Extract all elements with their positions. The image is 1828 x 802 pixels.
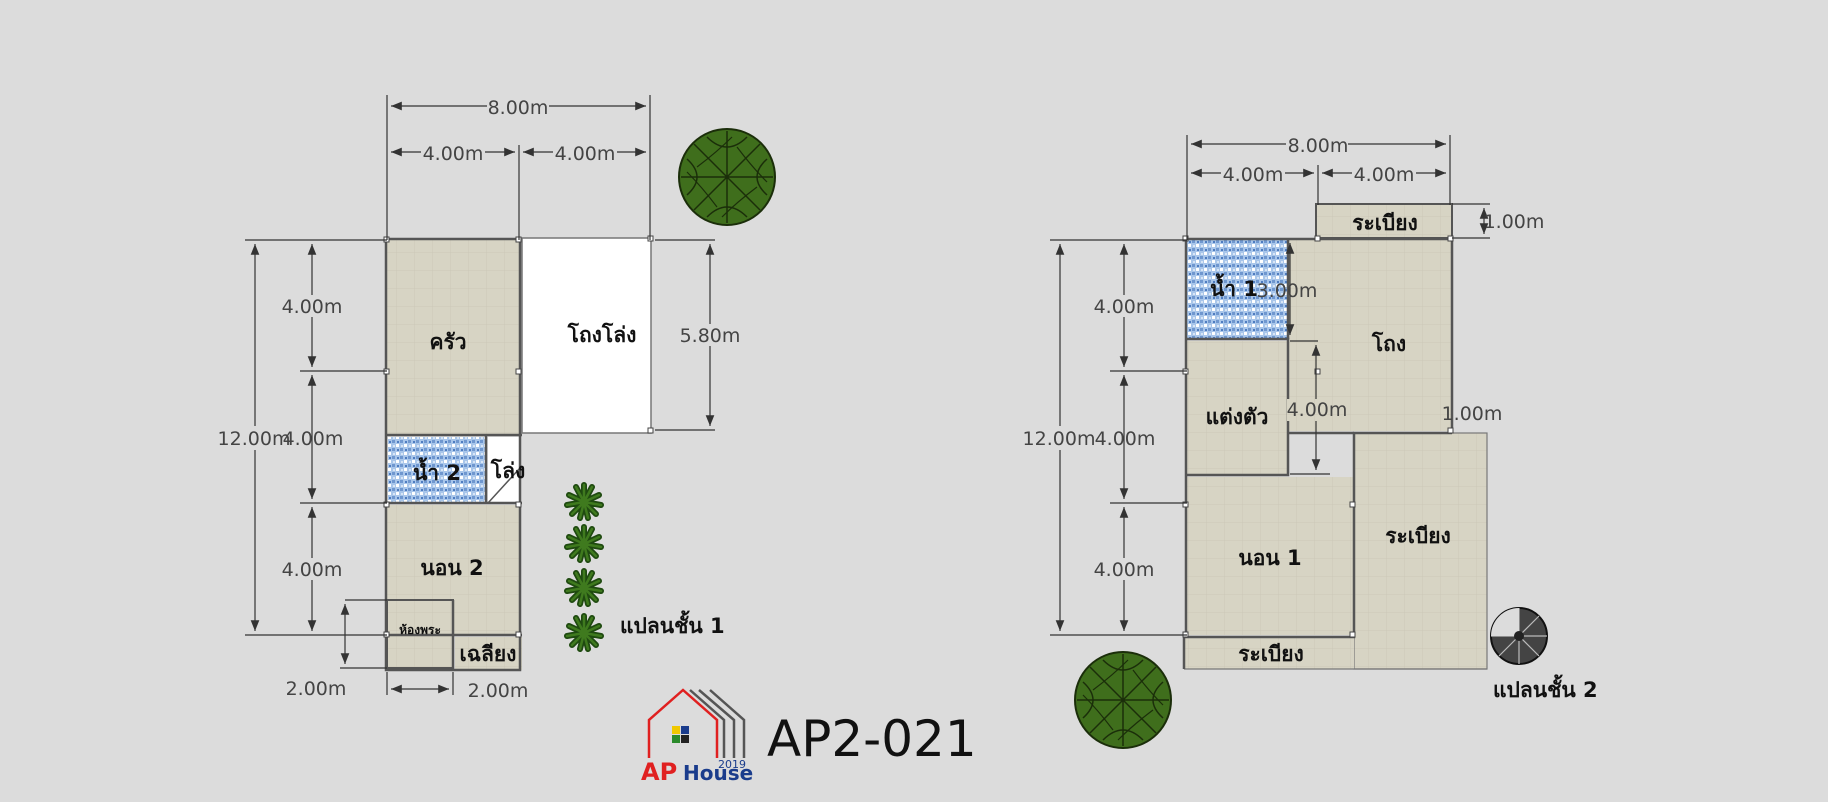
porch-room: [455, 637, 522, 670]
shrine-label: ห้องพระ: [399, 623, 441, 637]
p2-seg3-label: 4.00m: [1094, 559, 1155, 581]
p1-seg2-label: 4.00m: [283, 428, 344, 450]
p2-step-label: 1.00m: [1442, 403, 1503, 425]
bath-2-room: [388, 437, 486, 503]
balcony-right-room: [1353, 432, 1488, 670]
open-hall-room: [521, 237, 652, 434]
plan-2: 8.00m 4.00m 4.00m 1.00m 3.00m 4.00m 1.00…: [1022, 134, 1598, 749]
balcony-top-label: ระเบียง: [1352, 211, 1418, 235]
kitchen-room: [387, 240, 520, 435]
p2-bath-height-label: 3.00m: [1257, 280, 1318, 302]
p1-half-left-label: 4.00m: [423, 143, 484, 165]
bedroom-1-room: [1186, 477, 1354, 635]
void-label: โล่ง: [490, 458, 525, 483]
logo-ap-text: AP: [641, 758, 677, 786]
plan-1: 8.00m 4.00m 4.00m 5.80m 12.00m 4.00m 4.0…: [217, 95, 776, 702]
spiral-stair-icon: [1490, 607, 1548, 665]
p1-total-width-label: 8.00m: [488, 97, 549, 119]
plant-icon: [567, 571, 601, 604]
p1-small-height-label: 2.00m: [286, 678, 347, 700]
p1-hall-height-label: 5.80m: [680, 325, 741, 347]
kitchen-label: ครัว: [429, 330, 466, 354]
logo-house-text: House: [683, 761, 753, 785]
p1-small-width-label: 2.00m: [468, 680, 529, 702]
bedroom-1-label: นอน 1: [1238, 546, 1301, 570]
logo-year-text: 2019: [718, 758, 746, 771]
p1-seg1-label: 4.00m: [282, 296, 343, 318]
p2-half-left-label: 4.00m: [1223, 164, 1284, 186]
plant-icon: [567, 527, 601, 560]
open-hall-label: โถงโล่ง: [567, 322, 637, 347]
void-room: [488, 437, 520, 503]
plant-icon: [567, 616, 601, 649]
bath-1-label: น้ำ 1: [1210, 273, 1258, 301]
p1-total-height-label: 12.00m: [218, 428, 291, 450]
dressing-room: [1186, 341, 1287, 475]
p2-seg2-label: 4.00m: [1095, 428, 1156, 450]
p2-total-height-label: 12.00m: [1023, 428, 1096, 450]
p2-half-right-label: 4.00m: [1354, 164, 1415, 186]
bath-1-room: [1187, 239, 1287, 339]
p2-balcony-depth-label: 1.00m: [1484, 211, 1545, 233]
balcony-right-label: ระเบียง: [1385, 524, 1451, 548]
hall-label: โถง: [1371, 331, 1406, 356]
dressing-label: แต่งตัว: [1206, 405, 1269, 429]
plant-icon: [567, 485, 601, 518]
tree-icon: [678, 128, 776, 226]
balcony-top-room: [1315, 203, 1453, 239]
p1-half-right-label: 4.00m: [555, 143, 616, 165]
porch-label: เฉลียง: [460, 642, 517, 666]
tree-icon: [1074, 651, 1172, 749]
p2-total-width-label: 8.00m: [1288, 135, 1349, 157]
balcony-bottom-room: [1184, 637, 1354, 669]
p2-seg1-label: 4.00m: [1094, 296, 1155, 318]
plan-2-title: แปลนชั้น 2: [1493, 674, 1598, 702]
plan-code: AP2-021: [767, 710, 977, 768]
plan-1-title: แปลนชั้น 1: [620, 610, 725, 638]
bedroom-2-label: นอน 2: [420, 556, 483, 580]
p1-seg3-label: 4.00m: [282, 559, 343, 581]
ap-house-logo: AP House 2019 AP2-021: [641, 688, 977, 786]
bath-2-label: น้ำ 2: [413, 457, 461, 485]
balcony-bottom-label: ระเบียง: [1238, 642, 1304, 666]
p2-hall-inner-label: 4.00m: [1287, 399, 1348, 421]
